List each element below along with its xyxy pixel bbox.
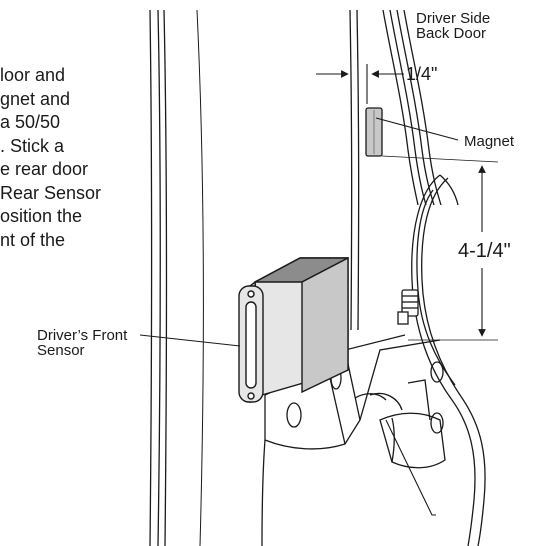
magnet-ref-line [381,155,499,163]
instruction-line: osition the [0,206,83,226]
drivers-front-sensor-drawing [238,256,349,404]
label-line: Back Door [416,25,487,42]
instruction-line: loor and [0,65,66,85]
label-magnet: Magnet [464,133,515,150]
instruction-line: e rear door [0,159,89,179]
instruction-line: nt of the [0,229,66,250]
instruction-line: a 50/50 [0,112,61,132]
striker-bolt [397,289,419,325]
instruction-line: . Stick a [0,135,65,156]
door-seal [411,174,486,546]
magnet-drawing [365,107,383,157]
label-line: Sensor [37,342,85,359]
bracket-leader-line [385,419,436,516]
dimension-height-label: 4-1/4" [458,240,511,262]
instruction-line: gnet and [0,88,71,109]
front-door-pillar [149,9,360,546]
magnet-leader-line [375,117,459,141]
label-line: Driver Side [416,10,491,27]
sensor-leader-line [139,334,241,347]
label-line: Driver’s Front [37,327,128,344]
instruction-text: loor and gnet and a 50/50 . Stick a e re… [0,64,150,304]
dimension-gap-label: 1/4" [406,64,438,84]
label-drivers-front-sensor: Driver’s Front Sensor [37,328,127,358]
label-driver-side-back-door: Driver Side Back Door [416,11,490,41]
instruction-line: Rear Sensor [0,182,102,203]
